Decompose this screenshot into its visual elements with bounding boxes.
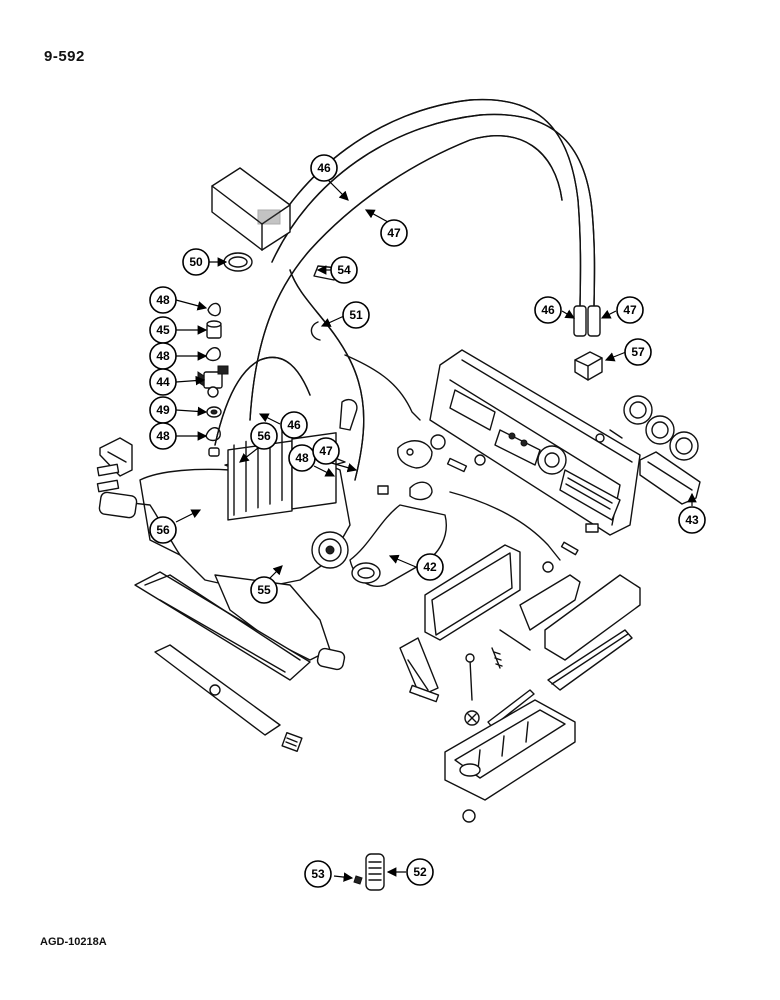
svg-text:47: 47 (319, 444, 333, 458)
heater-housing-56 (98, 429, 351, 591)
ring-51 (310, 321, 321, 341)
grommet-49 (206, 406, 222, 418)
callout-54: 54 (330, 256, 358, 284)
connector-45 (206, 320, 222, 339)
filter-panel (424, 544, 521, 641)
retainer-53 (353, 875, 363, 885)
svg-text:56: 56 (257, 429, 271, 443)
svg-text:47: 47 (623, 303, 637, 317)
pipe-elbow (339, 398, 358, 431)
control-knob (397, 440, 433, 469)
vent-grille-strip (154, 644, 281, 736)
hose-clamp-48-top (207, 302, 221, 317)
control-cable-upper (344, 354, 421, 421)
svg-text:53: 53 (311, 867, 325, 881)
control-cable-lower (449, 491, 579, 561)
svg-text:51: 51 (349, 308, 363, 322)
callout-48: 48 (149, 286, 177, 314)
callout-46: 46 (280, 411, 308, 439)
svg-text:54: 54 (337, 263, 351, 277)
svg-text:50: 50 (189, 255, 203, 269)
air-vent-52 (365, 853, 385, 891)
hose-end-46 (573, 305, 587, 337)
gauge-cluster-43 (623, 395, 701, 505)
svg-text:56: 56 (156, 523, 170, 537)
svg-text:47: 47 (387, 226, 401, 240)
svg-text:42: 42 (423, 560, 437, 574)
water-valve-44 (197, 365, 229, 398)
fastener-cluster (377, 434, 486, 495)
svg-text:44: 44 (156, 375, 170, 389)
callout-44: 44 (149, 368, 177, 396)
hose-clamp-48-mid (205, 347, 221, 362)
vent-panel-lower (134, 571, 311, 681)
callout-45: 45 (149, 316, 177, 344)
foam-block (211, 167, 291, 251)
spring-link (491, 647, 503, 669)
drawing-number: AGD-10218A (40, 936, 107, 948)
svg-text:48: 48 (156, 429, 170, 443)
svg-text:48: 48 (295, 451, 309, 465)
callout-51: 51 (342, 301, 370, 329)
callout-43: 43 (678, 506, 706, 534)
callout-42: 42 (416, 553, 444, 581)
hose-46-lower (214, 356, 311, 446)
callout-leaders (175, 177, 697, 882)
callout-55: 55 (250, 576, 278, 604)
page-code: 9-592 (44, 48, 85, 65)
svg-text:46: 46 (541, 303, 555, 317)
callout-57: 57 (624, 338, 652, 366)
cover-plate (544, 574, 641, 691)
svg-text:45: 45 (156, 323, 170, 337)
callout-52: 52 (406, 858, 434, 886)
switch-bracket (499, 561, 581, 651)
mounting-bolt (464, 653, 480, 726)
callout-48: 48 (288, 444, 316, 472)
svg-text:48: 48 (156, 349, 170, 363)
callout-46: 46 (310, 154, 338, 182)
mounting-bracket-left (96, 437, 133, 493)
callout-47: 47 (380, 219, 408, 247)
svg-text:46: 46 (287, 418, 301, 432)
callout-53: 53 (304, 860, 332, 888)
callout-49: 49 (149, 396, 177, 424)
svg-text:55: 55 (257, 583, 271, 597)
small-cover (409, 481, 433, 501)
air-duct-42 (349, 504, 447, 587)
callout-56: 56 (149, 516, 177, 544)
callout-47: 47 (312, 437, 340, 465)
control-panel-bezel (429, 349, 641, 536)
svg-text:49: 49 (156, 403, 170, 417)
callout-47: 47 (616, 296, 644, 324)
hose-clamp-48-low (205, 427, 221, 457)
callout-48: 48 (149, 342, 177, 370)
vent-clip (281, 731, 303, 753)
callout-56: 56 (250, 422, 278, 450)
control-housing (444, 699, 576, 823)
heater-hose-47 (271, 113, 596, 309)
heater-core-55 (214, 574, 346, 671)
relay-57 (574, 351, 603, 381)
side-bracket (399, 637, 440, 703)
svg-text:46: 46 (317, 161, 331, 175)
heater-hose-inner (249, 135, 563, 481)
clamp-50 (223, 252, 253, 272)
svg-text:43: 43 (685, 513, 699, 527)
svg-text:48: 48 (156, 293, 170, 307)
callout-46: 46 (534, 296, 562, 324)
svg-text:57: 57 (631, 345, 645, 359)
hose-end-47 (587, 305, 601, 337)
svg-text:52: 52 (413, 865, 427, 879)
callout-48: 48 (149, 422, 177, 450)
callout-50: 50 (182, 248, 210, 276)
